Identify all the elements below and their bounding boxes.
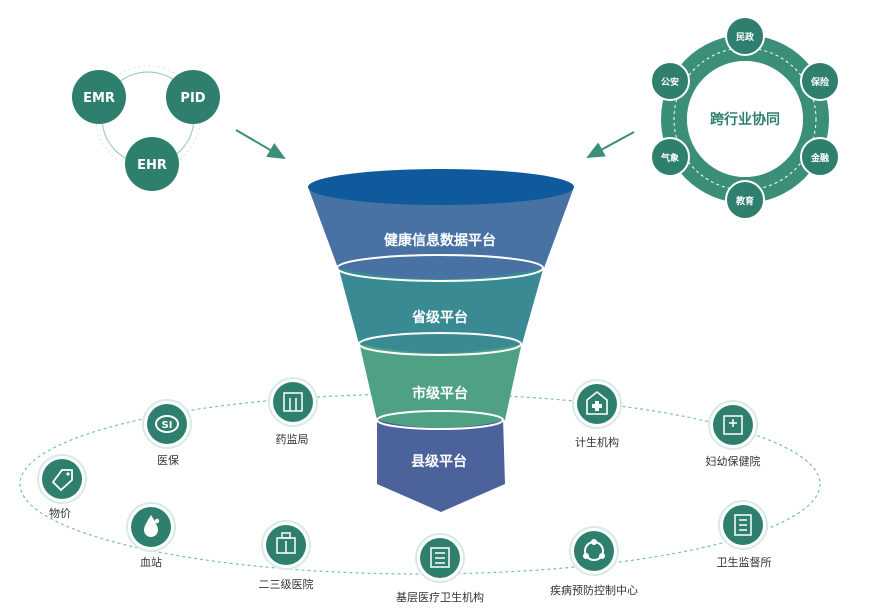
maternal-hospital-icon xyxy=(723,415,743,435)
si-logo-icon: SI xyxy=(155,415,179,433)
funnel-label-county: 县级平台 xyxy=(411,453,467,470)
svg-text:气象: 气象 xyxy=(660,152,679,164)
institution-maternal-child: 妇幼保健院 xyxy=(706,400,761,468)
svg-text:保险: 保险 xyxy=(810,76,830,88)
clinic-icon xyxy=(430,547,450,568)
source-cluster: EMR PID EHR xyxy=(72,65,220,191)
institution-cdc: 疾病预防控制中心 xyxy=(550,526,638,597)
sector-minzheng: 民政 xyxy=(725,16,765,56)
cdc-icon xyxy=(583,539,605,561)
funnel-tier-city xyxy=(359,342,522,428)
ehr-label: EHR xyxy=(137,158,167,173)
svg-text:药监局: 药监局 xyxy=(276,433,309,446)
funnel-tier-county xyxy=(377,418,505,512)
ehr-node: EHR xyxy=(125,137,179,191)
blood-drop-icon xyxy=(144,515,160,537)
svg-text:二三级医院: 二三级医院 xyxy=(259,577,314,591)
sector-jinrong: 金融 xyxy=(800,137,840,177)
svg-text:血站: 血站 xyxy=(140,555,162,569)
arrow-left xyxy=(235,129,286,160)
pid-label: PID xyxy=(180,91,205,106)
arrow-right xyxy=(586,131,635,158)
svg-text:民政: 民政 xyxy=(736,31,755,43)
building-icon xyxy=(283,392,303,412)
price-tag-icon xyxy=(51,469,73,492)
funnel-rim xyxy=(308,169,574,205)
family-planning-icon xyxy=(586,390,608,415)
funnel-tier-province xyxy=(338,266,544,353)
svg-text:卫生监督所: 卫生监督所 xyxy=(717,555,772,569)
institution-health-supervision: 卫生监督所 xyxy=(717,500,772,569)
institution-drug-admin: 药监局 xyxy=(268,377,318,446)
funnel-label-province: 省级平台 xyxy=(411,309,468,326)
funnel-label-national: 健康信息数据平台 xyxy=(384,232,496,249)
cross-industry-ring-dash xyxy=(673,47,817,191)
pid-node: PID xyxy=(166,70,220,124)
cross-industry-center xyxy=(687,61,803,177)
institution-family-planning: 计生机构 xyxy=(572,379,622,449)
sector-jiaoyu: 教育 xyxy=(725,180,765,220)
svg-text:医保: 医保 xyxy=(157,453,179,467)
cross-industry-cluster: 跨行业协同 民政 保险 金融 教育 气象 公安 xyxy=(650,16,840,220)
svg-text:基层医疗卫生机构: 基层医疗卫生机构 xyxy=(396,590,484,604)
emr-label: EMR xyxy=(83,91,115,106)
svg-text:计生机构: 计生机构 xyxy=(575,435,619,449)
svg-text:物价: 物价 xyxy=(49,506,71,520)
sector-gongan: 公安 xyxy=(650,61,690,101)
sector-qixiang: 气象 xyxy=(650,137,690,177)
svg-text:SI: SI xyxy=(162,420,173,431)
funnel-label-city: 市级平台 xyxy=(412,385,468,402)
supervision-icon xyxy=(734,514,752,536)
svg-text:疾病预防控制中心: 疾病预防控制中心 xyxy=(550,583,638,597)
emr-node: EMR xyxy=(72,70,126,124)
svg-text:教育: 教育 xyxy=(735,195,754,207)
funnel-tier-national xyxy=(308,187,574,279)
svg-text:妇幼保健院: 妇幼保健院 xyxy=(706,454,761,468)
sector-baoxian: 保险 xyxy=(800,61,840,101)
hospital-icon xyxy=(276,532,296,554)
institution-medical-insurance: SI 医保 xyxy=(142,399,192,467)
cross-industry-title: 跨行业协同 xyxy=(710,111,780,128)
institution-blood-station: 血站 xyxy=(126,502,176,569)
platform-funnel: 县级平台 市级平台 省级平台 健康信息数据平台 xyxy=(308,169,574,512)
institution-hospitals: 二三级医院 xyxy=(259,520,314,591)
svg-text:金融: 金融 xyxy=(810,152,829,164)
institution-primary-care: 基层医疗卫生机构 xyxy=(396,533,484,604)
institution-price-bureau: 物价 xyxy=(37,454,87,520)
svg-text:公安: 公安 xyxy=(661,76,679,88)
